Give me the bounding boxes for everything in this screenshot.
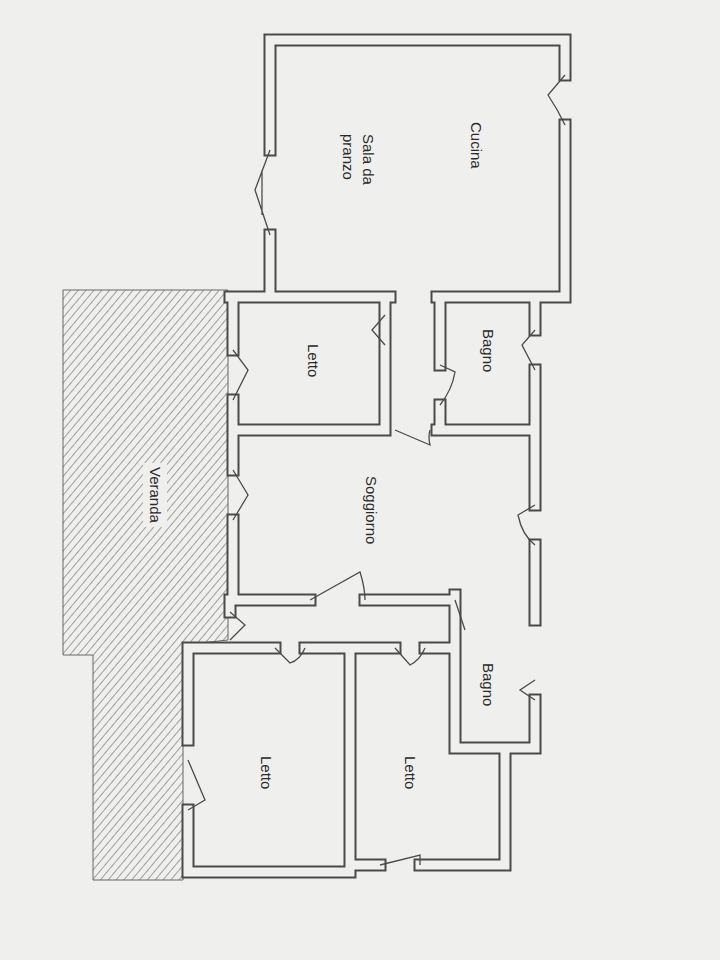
door bbox=[395, 648, 425, 665]
window bbox=[522, 330, 535, 370]
room: Cucina Sala da pranzo bbox=[280, 50, 556, 288]
window bbox=[518, 505, 535, 545]
room: Letto bbox=[196, 658, 344, 864]
door bbox=[455, 600, 465, 630]
room: Bagno bbox=[462, 605, 530, 740]
room-label: Sala da pranzo bbox=[339, 134, 378, 196]
door bbox=[230, 612, 245, 640]
room-label: Bagno bbox=[478, 329, 498, 372]
room-label: Veranda bbox=[143, 463, 167, 527]
wall-outline bbox=[188, 40, 565, 872]
door bbox=[275, 648, 305, 663]
wall-fill bbox=[188, 40, 565, 872]
door bbox=[310, 572, 365, 600]
room-label: Cucina bbox=[466, 122, 486, 169]
room: Letto bbox=[243, 306, 378, 424]
window bbox=[233, 350, 248, 400]
window bbox=[255, 150, 270, 235]
veranda-hatch bbox=[63, 290, 228, 880]
room-label: Soggiorno bbox=[361, 476, 381, 544]
room: Letto bbox=[360, 658, 448, 856]
room: Soggiorno bbox=[243, 440, 528, 590]
door bbox=[440, 365, 455, 405]
door bbox=[372, 315, 385, 345]
room-label: Letto bbox=[400, 756, 420, 789]
door-symbols bbox=[188, 75, 565, 865]
door bbox=[395, 430, 430, 445]
room-label: Letto bbox=[303, 344, 323, 377]
room-label: Bagno bbox=[478, 663, 498, 706]
window bbox=[520, 680, 535, 700]
veranda-area: Veranda bbox=[70, 300, 220, 645]
room: Bagno bbox=[448, 306, 528, 424]
door bbox=[380, 855, 420, 865]
door bbox=[548, 75, 565, 125]
window bbox=[188, 760, 205, 810]
window bbox=[233, 470, 248, 520]
room-label: Letto bbox=[256, 756, 276, 789]
